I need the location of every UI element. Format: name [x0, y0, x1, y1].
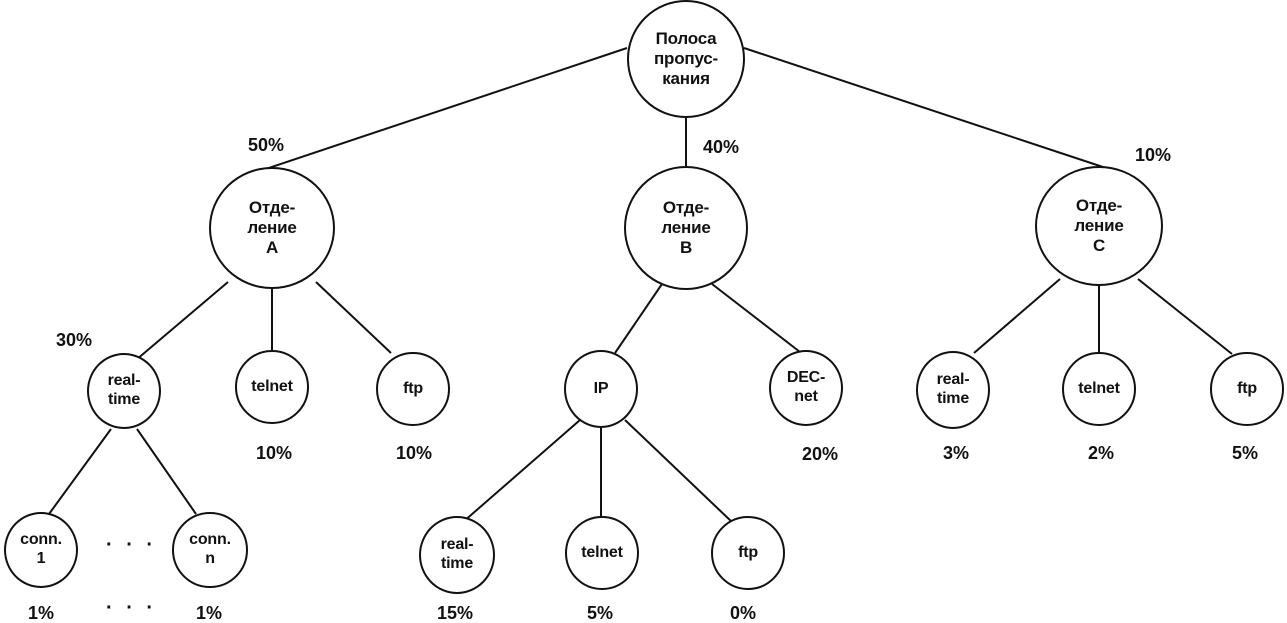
edge-dept-a-realtime — [135, 281, 229, 361]
node-a-conn-n: conn. n — [172, 512, 248, 588]
share-c-telnet: 2% — [1088, 443, 1115, 463]
edge-ip-realtime — [462, 419, 581, 523]
share-c-ftp: 5% — [1232, 443, 1259, 463]
share-ip-ftp: 0% — [730, 603, 757, 623]
node-ip-realtime: real- time — [419, 516, 495, 594]
node-department-b: Отде- ление B — [624, 166, 748, 290]
node-a-conn-1: conn. 1 — [4, 512, 78, 588]
node-b-ip: IP — [564, 350, 638, 428]
node-c-ftp: ftp — [1210, 352, 1284, 426]
ellipsis-connection-shares: · · · — [106, 597, 158, 619]
edge-realtime-conn1 — [48, 428, 112, 515]
node-a-realtime: real- time — [87, 353, 161, 429]
edge-ip-ftp — [624, 419, 733, 523]
node-ip-telnet: telnet — [565, 516, 639, 590]
share-ip-telnet: 5% — [587, 603, 614, 623]
node-c-telnet: telnet — [1062, 352, 1136, 426]
share-department-c: 10% — [1135, 145, 1172, 165]
node-department-c: Отде- ление C — [1035, 166, 1163, 286]
node-a-telnet: telnet — [235, 350, 309, 424]
node-department-a: Отде- ление A — [209, 167, 335, 289]
edge-dept-a-ftp — [315, 281, 392, 354]
share-a-conn-n: 1% — [196, 603, 223, 623]
share-ip-realtime: 15% — [437, 603, 474, 623]
node-a-ftp: ftp — [376, 352, 450, 426]
edge-root-dept-a — [247, 47, 628, 176]
node-b-decnet: DEC- net — [769, 350, 843, 426]
share-a-telnet: 10% — [256, 443, 293, 463]
share-a-ftp: 10% — [396, 443, 433, 463]
edge-dept-c-ftp — [1137, 278, 1233, 355]
share-a-realtime: 30% — [56, 330, 93, 350]
share-department-b: 40% — [703, 137, 740, 157]
edge-dept-b-decnet — [711, 283, 801, 353]
edge-dept-c-realtime — [973, 278, 1061, 354]
share-a-conn-1: 1% — [28, 603, 55, 623]
ellipsis-connections: · · · — [106, 534, 158, 556]
edge-dept-b-ip — [614, 283, 663, 354]
share-b-decnet: 20% — [802, 444, 839, 464]
share-c-realtime: 3% — [943, 443, 970, 463]
node-bandwidth: Полоса пропус- кания — [627, 0, 745, 118]
edge-realtime-connn — [136, 428, 197, 515]
node-ip-ftp: ftp — [711, 516, 785, 590]
node-c-realtime: real- time — [916, 351, 990, 429]
edge-root-dept-c — [743, 47, 1113, 171]
share-department-a: 50% — [248, 135, 285, 155]
